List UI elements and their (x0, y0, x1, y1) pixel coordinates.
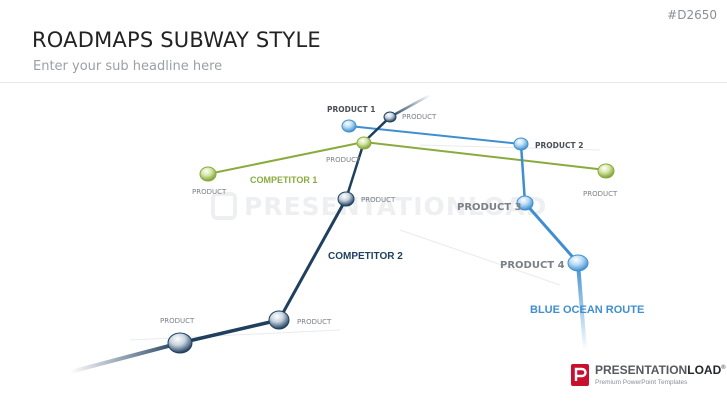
brand-logo: PRESENTATIONLOAD® Premium PowerPoint Tem… (571, 360, 726, 400)
shadow-lines (129, 144, 601, 341)
label-product-1: PRODUCT 1 (327, 105, 375, 114)
label-product-left: PRODUCT (192, 188, 227, 196)
station-top (383, 111, 397, 123)
label-product-center: PRODUCT (326, 156, 361, 164)
station-lower-left (167, 332, 193, 354)
label-product-lower: PRODUCT (297, 318, 332, 326)
station-mid (337, 191, 355, 207)
competitor-1-line (207, 141, 607, 175)
label-product-lower-left: PRODUCT (160, 317, 195, 325)
label-product-3: PRODUCT 3 (457, 202, 522, 213)
blue-ocean-route-line (348, 125, 587, 351)
brand-name: PRESENTATIONLOAD® (595, 363, 726, 377)
brand-tagline: Premium PowerPoint Templates (595, 379, 688, 386)
header-divider (0, 82, 727, 83)
station-competitor-1-start (199, 166, 217, 182)
station-product-4 (567, 254, 589, 272)
presentationload-logo-icon (571, 364, 589, 386)
station-center (356, 136, 372, 150)
brand-name-part1: PRESENTATION (595, 363, 688, 377)
station-competitor-1-end (597, 163, 615, 179)
station-product-3 (516, 195, 534, 211)
route-label-competitor-2: COMPETITOR 2 (328, 251, 403, 262)
page-subtitle: Enter your sub headline here (33, 59, 223, 74)
competitor-2-line (69, 93, 431, 374)
route-label-competitor-1: COMPETITOR 1 (250, 175, 317, 185)
label-product-mid: PRODUCT (361, 196, 396, 204)
slide-code: #D2650 (667, 8, 717, 22)
watermark: PRESENTATIONLOAD (211, 192, 547, 221)
station-nodes (167, 111, 615, 354)
brand-registered: ® (721, 365, 726, 371)
page-title: ROADMAPS SUBWAY STYLE (32, 28, 321, 52)
label-product-2: PRODUCT 2 (535, 141, 583, 150)
station-product-2 (513, 137, 529, 151)
station-product-1 (341, 119, 357, 133)
label-product-right: PRODUCT (583, 190, 618, 198)
watermark-logo-icon (211, 192, 237, 220)
brand-name-part2: LOAD (687, 363, 722, 377)
label-product-4: PRODUCT 4 (500, 260, 565, 271)
station-lower (268, 310, 290, 330)
label-product-top: PRODUCT (402, 113, 437, 121)
route-label-blue-ocean: BLUE OCEAN ROUTE (530, 304, 644, 316)
watermark-text: PRESENTATIONLOAD (244, 192, 547, 221)
